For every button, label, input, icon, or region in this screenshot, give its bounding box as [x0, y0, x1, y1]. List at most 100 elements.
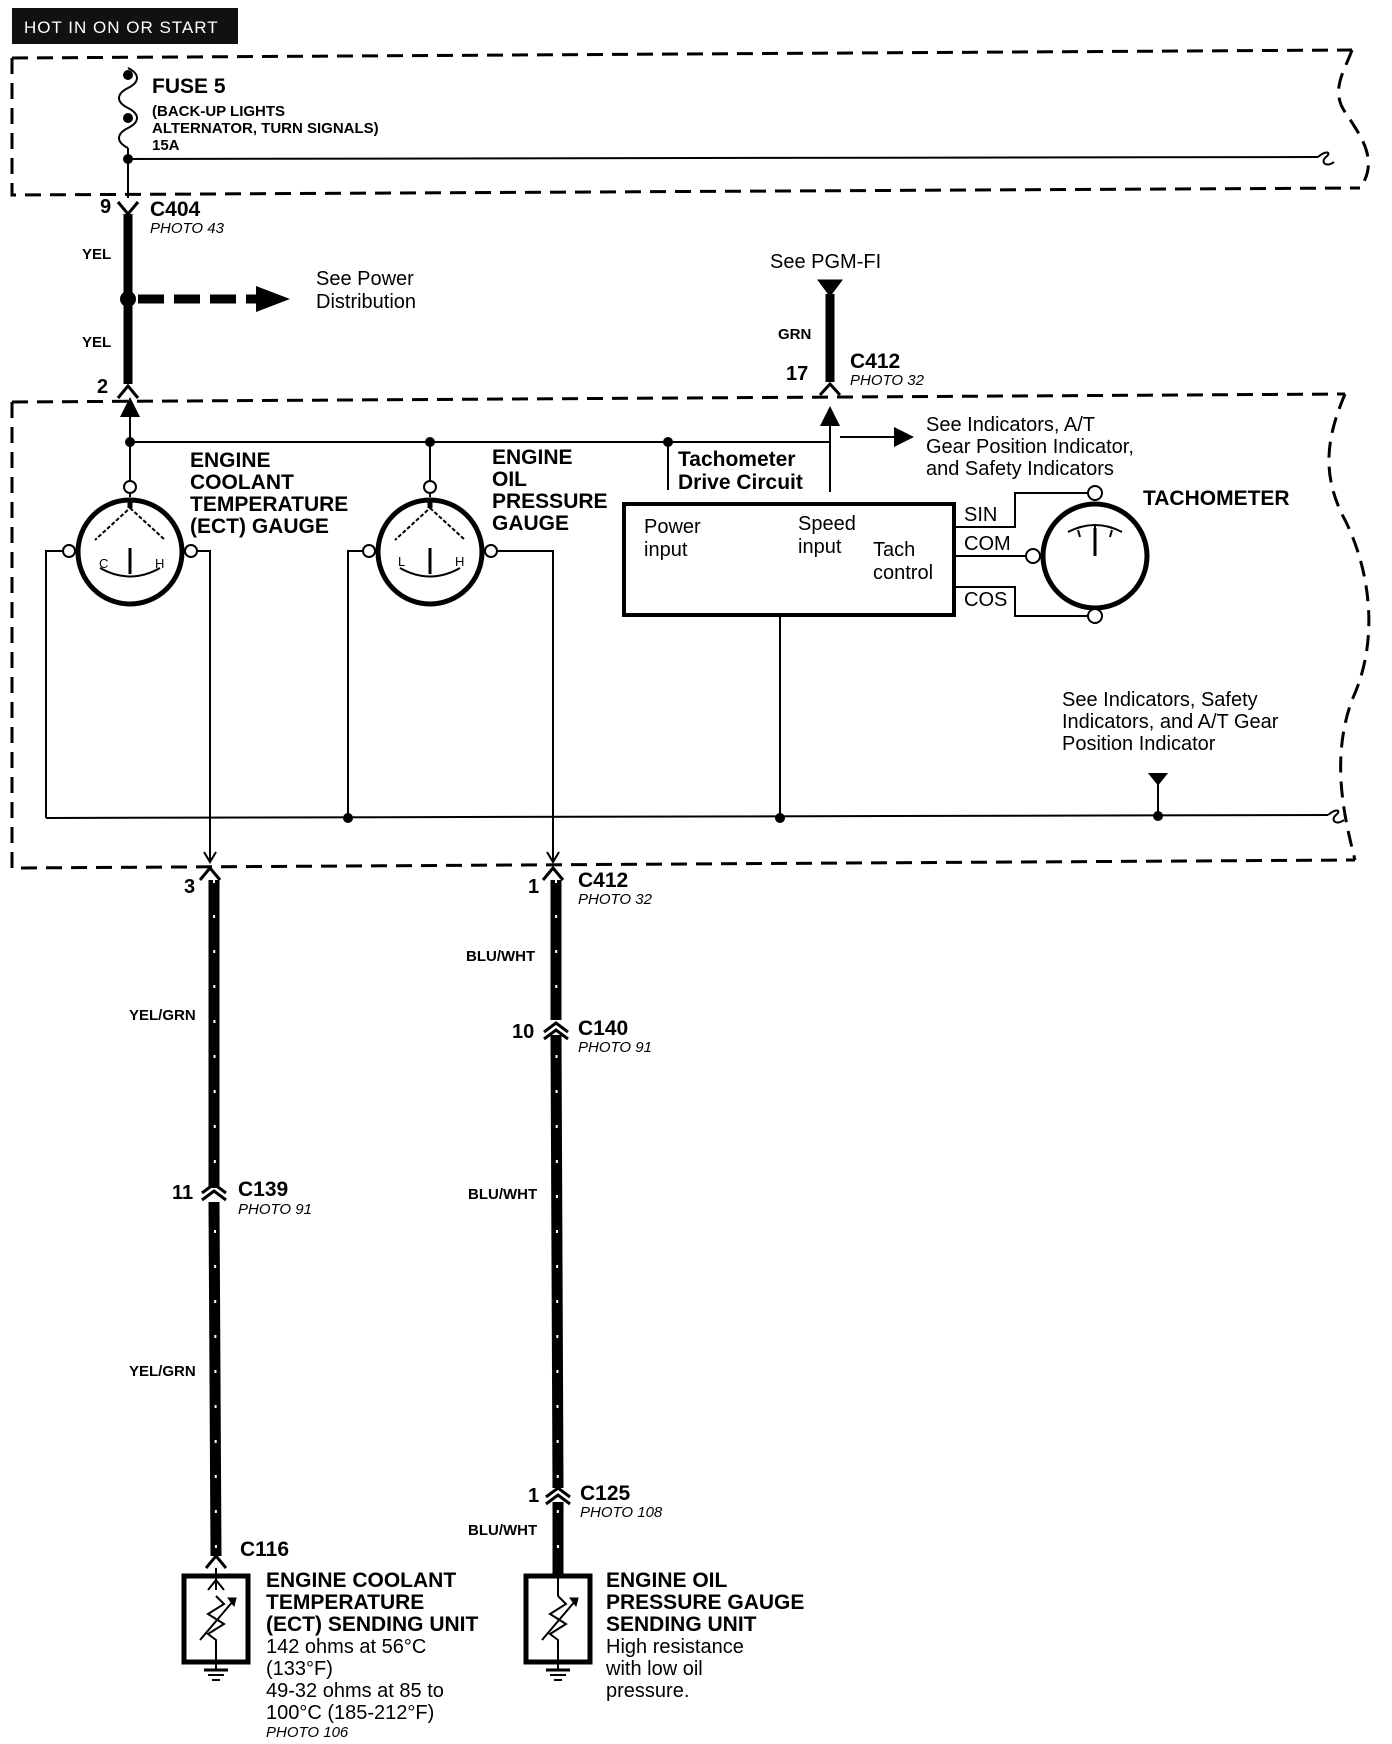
- c412-top-label: C412: [850, 350, 900, 373]
- tach-com-label: COM: [964, 533, 1011, 555]
- oil-sensor-label-line1: ENGINE OIL: [606, 1569, 728, 1592]
- tach-control-line2: control: [873, 562, 933, 584]
- power-condition-label: HOT IN ON OR START: [24, 18, 219, 37]
- oil-sensor-spec-line3: pressure.: [606, 1680, 689, 1702]
- grn-wire: [817, 279, 843, 397]
- oil-gauge-label-line3: PRESSURE: [492, 490, 608, 513]
- gauge-cluster-box: [10, 392, 1371, 870]
- ect-sensor-spec-line3: 49-32 ohms at 85 to: [266, 1680, 444, 1702]
- safety-ref-line1: See Indicators, Safety: [1062, 689, 1258, 711]
- ect-gauge-label-line2: COOLANT: [190, 471, 294, 494]
- ect-sensor-label-line1: ENGINE COOLANT: [266, 1569, 456, 1592]
- c404-pin: 9: [100, 196, 111, 218]
- ect-gauge: C H: [62, 480, 198, 607]
- wire-label-yel-grn-lower: YEL/GRN: [129, 1363, 196, 1380]
- c140-photo: PHOTO 91: [578, 1039, 652, 1056]
- safety-ref-line3: Position Indicator: [1062, 733, 1216, 755]
- power-distribution-arrow: [138, 286, 290, 312]
- c116-label: C116: [240, 1538, 289, 1561]
- tach-drive-circuit-box: [622, 502, 956, 617]
- oil-sensor-label-line2: PRESSURE GAUGE: [606, 1591, 804, 1614]
- indicators-ref-line1: See Indicators, A/T: [926, 414, 1095, 436]
- indicators-ref-line2: Gear Position Indicator,: [926, 436, 1134, 458]
- ect-sensor-spec-line1: 142 ohms at 56°C: [266, 1636, 426, 1658]
- yel-grn-wire: [208, 879, 222, 1557]
- c125-pin: 1: [528, 1485, 539, 1507]
- oil-pressure-gauge: L H: [362, 480, 498, 607]
- ect-gauge-label-line3: TEMPERATURE: [190, 493, 348, 516]
- c412-bottom-label: C412: [578, 869, 628, 892]
- fuse-desc-line2: ALTERNATOR, TURN SIGNALS): [152, 120, 379, 137]
- oil-gauge-high: H: [455, 554, 464, 569]
- c139-pin: 11: [172, 1182, 193, 1204]
- tachometer-label: TACHOMETER: [1143, 487, 1290, 510]
- ect-gauge-low: C: [99, 556, 108, 571]
- oil-gauge-low: L: [398, 554, 405, 569]
- c140-pin: 10: [512, 1021, 534, 1043]
- indicators-ref-line3: and Safety Indicators: [926, 458, 1114, 480]
- tach-control-line1: Tach: [873, 539, 915, 561]
- oil-gauge-label-line1: ENGINE: [492, 446, 573, 469]
- ect-gauge-high: H: [155, 556, 164, 571]
- ect-sensor-spec-line4: 100°C (185-212°F): [266, 1702, 434, 1724]
- c125-label: C125: [580, 1482, 631, 1505]
- oil-pressure-sending-unit: [523, 1573, 593, 1681]
- ect-sensor-spec-line2: (133°F): [266, 1658, 333, 1680]
- fuse-5: [118, 67, 1335, 198]
- c404-label: C404: [150, 198, 201, 221]
- c140-connector: [543, 1021, 569, 1041]
- wire-label-blu-wht-1: BLU/WHT: [466, 948, 535, 965]
- tach-circuit-title-line1: Tachometer: [678, 448, 795, 471]
- cluster-power-bus: [120, 397, 914, 492]
- splice-point: [120, 291, 136, 307]
- fuse-title: FUSE 5: [152, 75, 226, 98]
- tach-signal-wiring: [954, 492, 1090, 617]
- gauge-cluster-pin: 2: [97, 376, 108, 398]
- fuse-desc-line1: (BACK-UP LIGHTS: [152, 103, 285, 120]
- c412-bottom-connector: [198, 865, 565, 881]
- c116-connector: [204, 1553, 228, 1569]
- power-distribution-ref-line1: See Power: [316, 268, 414, 290]
- ect-sensor-label-line2: TEMPERATURE: [266, 1591, 424, 1614]
- oil-gauge-label-line2: OIL: [492, 468, 527, 491]
- c404-photo: PHOTO 43: [150, 220, 225, 237]
- tachometer: [1025, 485, 1150, 624]
- gauge-ground-wiring: [45, 550, 1345, 864]
- tach-power-input-line1: Power: [644, 516, 701, 538]
- c140-label: C140: [578, 1017, 628, 1040]
- c412-bottom-photo: PHOTO 32: [578, 891, 653, 908]
- fuse-rating: 15A: [152, 137, 180, 154]
- c412-bottom-pin-left: 3: [184, 876, 195, 898]
- tach-power-input-line2: input: [644, 539, 688, 561]
- wire-label-blu-wht-2: BLU/WHT: [468, 1186, 537, 1203]
- tach-speed-input-line2: input: [798, 536, 842, 558]
- c139-connector: [201, 1182, 227, 1202]
- ect-sensor-photo: PHOTO 106: [266, 1724, 349, 1741]
- ect-sending-unit: [181, 1568, 251, 1681]
- pgm-fi-ref: See PGM-FI: [770, 251, 881, 273]
- power-condition-badge: HOT IN ON OR START: [12, 8, 238, 44]
- wire-label-grn: GRN: [778, 326, 811, 343]
- blu-wht-wire: [550, 879, 564, 1575]
- wire-label-yel-upper: YEL: [82, 246, 111, 263]
- tach-sin-label: SIN: [964, 504, 997, 526]
- tach-cos-label: COS: [964, 589, 1007, 611]
- oil-gauge-label-line4: GAUGE: [492, 512, 569, 535]
- ect-sensor-label-line3: (ECT) SENDING UNIT: [266, 1613, 479, 1636]
- c412-top-pin: 17: [786, 363, 808, 385]
- tach-circuit-title-line2: Drive Circuit: [678, 471, 803, 494]
- c125-connector: [545, 1486, 571, 1506]
- oil-sensor-label-line3: SENDING UNIT: [606, 1613, 757, 1636]
- fuse-box: [10, 48, 1370, 197]
- tach-speed-input-line1: Speed: [798, 513, 856, 535]
- c125-photo: PHOTO 108: [580, 1504, 663, 1521]
- c139-label: C139: [238, 1178, 288, 1201]
- wire-label-blu-wht-3: BLU/WHT: [468, 1522, 537, 1539]
- wire-label-yel-grn-upper: YEL/GRN: [129, 1007, 196, 1024]
- oil-sensor-spec-line1: High resistance: [606, 1636, 744, 1658]
- power-distribution-ref-line2: Distribution: [316, 291, 416, 313]
- safety-ref-line2: Indicators, and A/T Gear: [1062, 711, 1279, 733]
- ect-gauge-label-line1: ENGINE: [190, 449, 271, 472]
- c412-top-photo: PHOTO 32: [850, 372, 925, 389]
